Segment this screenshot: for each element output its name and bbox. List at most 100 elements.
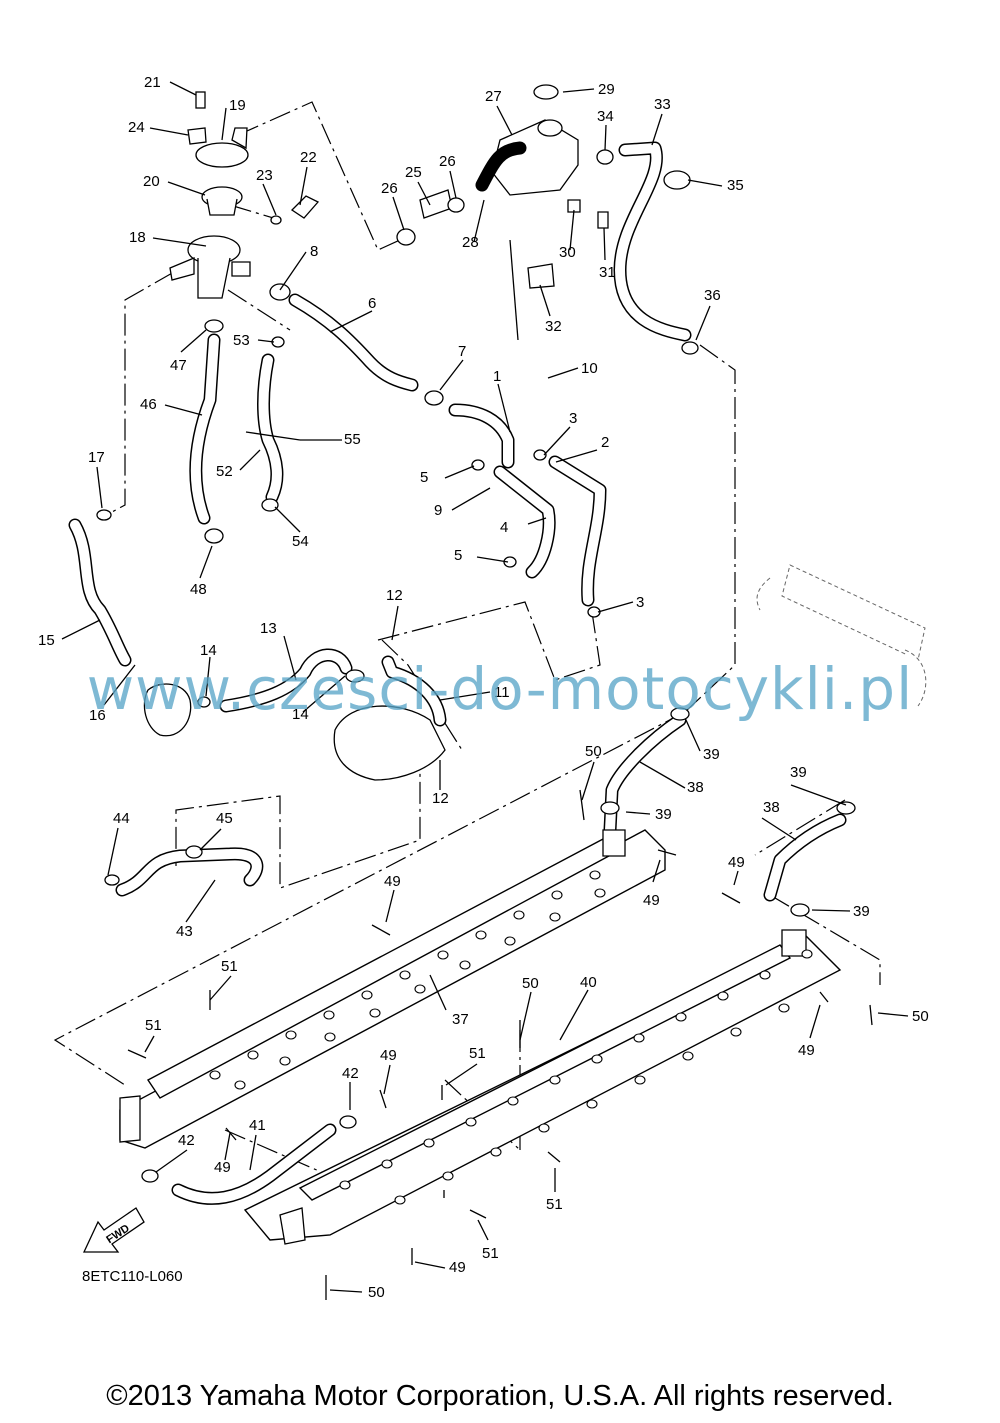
callout: 10 [581, 360, 598, 377]
callout: 50 [368, 1284, 385, 1301]
radiator-hole [591, 1054, 603, 1064]
radiator-hole [369, 1008, 381, 1018]
callout: 52 [216, 463, 233, 480]
copyright-notice: ©2013 Yamaha Motor Corporation, U.S.A. A… [106, 1380, 894, 1412]
leader-line [383, 1064, 391, 1095]
callout: 39 [655, 806, 672, 823]
leader-line [625, 811, 651, 815]
radiator-hole [209, 1070, 221, 1080]
radiator-hole [442, 1171, 454, 1181]
callout: 9 [434, 502, 442, 519]
callout: 43 [176, 923, 193, 940]
leader-line [164, 404, 203, 416]
callout: 42 [342, 1065, 359, 1082]
leader-line [547, 367, 579, 379]
leader-line [239, 449, 261, 471]
leader-line [559, 989, 589, 1041]
callout: 5 [454, 547, 462, 564]
leader-line [392, 196, 405, 231]
callout: 31 [599, 264, 616, 281]
radiator-hole [549, 912, 561, 922]
callout: 32 [545, 318, 562, 335]
callout: 37 [452, 1011, 469, 1028]
callout: 30 [559, 244, 576, 261]
clamps [96, 319, 856, 1183]
leader-line [417, 181, 431, 206]
callout: 49 [449, 1259, 466, 1276]
callout: 50 [912, 1008, 929, 1025]
callout: 22 [300, 149, 317, 166]
radiator-hole [437, 950, 449, 960]
callout: 3 [569, 410, 577, 427]
radiator-hole [549, 1075, 561, 1085]
callout: 8 [310, 243, 318, 260]
reference-radiator-outline [756, 564, 927, 707]
leader-line [169, 81, 197, 96]
leader-line [429, 974, 447, 1011]
leader-line [283, 635, 297, 681]
callout: 51 [546, 1196, 563, 1213]
leader-line [96, 466, 103, 509]
radiator-hole [675, 1012, 687, 1022]
callout: 50 [585, 743, 602, 760]
radiator-hole [323, 1010, 335, 1020]
callout: 39 [703, 746, 720, 763]
radiator-hole [361, 990, 373, 1000]
callout: 49 [384, 873, 401, 890]
radiator-hole [399, 970, 411, 980]
callout: 51 [482, 1245, 499, 1262]
callout: 39 [853, 903, 870, 920]
leader-line [604, 124, 607, 151]
callout: 15 [38, 632, 55, 649]
radiator-hole [586, 1099, 598, 1109]
callout: 29 [598, 81, 615, 98]
leader-line [209, 975, 232, 1001]
radiator-hole [339, 1180, 351, 1190]
callout: 49 [214, 1159, 231, 1176]
leader-line [877, 1012, 909, 1017]
leader-line [199, 545, 213, 579]
callout: 13 [260, 620, 277, 637]
leader-line [451, 487, 491, 511]
radiator-holes [209, 870, 813, 1205]
callout: 47 [170, 357, 187, 374]
callout: 26 [381, 180, 398, 197]
leader-line [651, 113, 663, 146]
leader-line [439, 691, 491, 701]
callout: 4 [500, 519, 508, 536]
leader-line [581, 761, 595, 801]
leader-line [790, 784, 847, 806]
callout: 51 [145, 1017, 162, 1034]
radiator-hole [633, 1033, 645, 1043]
leader-line [61, 619, 101, 640]
leader-line [569, 209, 575, 251]
leader-line [249, 1134, 257, 1171]
leader-lines [61, 81, 909, 1293]
callout: 28 [462, 234, 479, 251]
callout: 27 [485, 88, 502, 105]
callout: 49 [798, 1042, 815, 1059]
grommet-bolts [127, 789, 873, 1300]
leader-line [687, 179, 723, 187]
leader-line [497, 383, 511, 433]
leader-line [199, 828, 222, 851]
leader-line [279, 251, 307, 291]
callout: 49 [728, 854, 745, 871]
radiator-hole [589, 870, 601, 880]
leader-line [449, 170, 457, 199]
radiator-hole [234, 1080, 246, 1090]
callout: 23 [256, 167, 273, 184]
callout: 36 [704, 287, 721, 304]
radiator-hole [459, 960, 471, 970]
radiator-hole [504, 936, 516, 946]
callout: 1 [493, 368, 501, 385]
leader-line [477, 1219, 489, 1241]
radiator-hole [279, 1056, 291, 1066]
callout: 44 [113, 810, 130, 827]
radiator-hole [507, 1096, 519, 1106]
radiator-hole [778, 1003, 790, 1013]
leader-line [695, 305, 711, 341]
leader-line [302, 675, 346, 713]
radiator-hole [381, 1159, 393, 1169]
